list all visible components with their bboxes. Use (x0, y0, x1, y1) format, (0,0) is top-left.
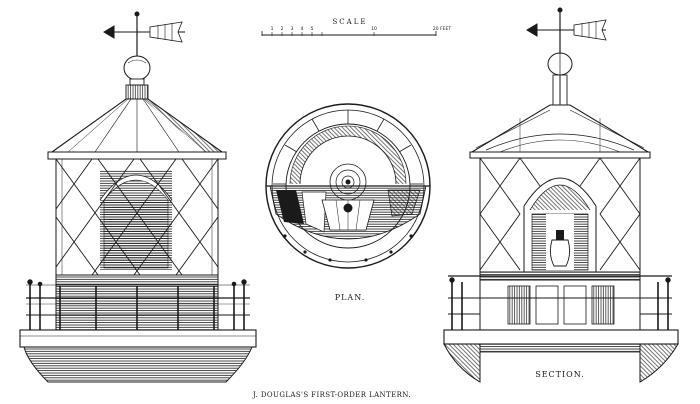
scale-title: SCALE (333, 18, 368, 26)
elevation-drawing (19, 11, 257, 383)
scale-tick: 3 (291, 26, 294, 32)
scale-tick: 10 (371, 26, 377, 32)
scale-tick: 4 (301, 26, 304, 32)
plan-drawing: PLAN. (265, 103, 431, 302)
scale-tick: 20 FEET (433, 26, 451, 32)
weather-vane-icon (526, 7, 607, 56)
weather-vane-icon (103, 11, 185, 58)
section-label: SECTION. (535, 370, 585, 379)
plate-caption: J. DOUGLAS'S FIRST-ORDER LANTERN. (252, 391, 411, 399)
scale-bar: SCALE 1 2 3 4 5 10 20 FEET (261, 18, 451, 36)
plan-label: PLAN. (335, 293, 366, 302)
scale-tick: 2 (281, 26, 284, 32)
section-drawing: SECTION. (443, 7, 679, 383)
scale-tick: 1 (271, 26, 274, 32)
scale-tick: 5 (311, 26, 314, 32)
